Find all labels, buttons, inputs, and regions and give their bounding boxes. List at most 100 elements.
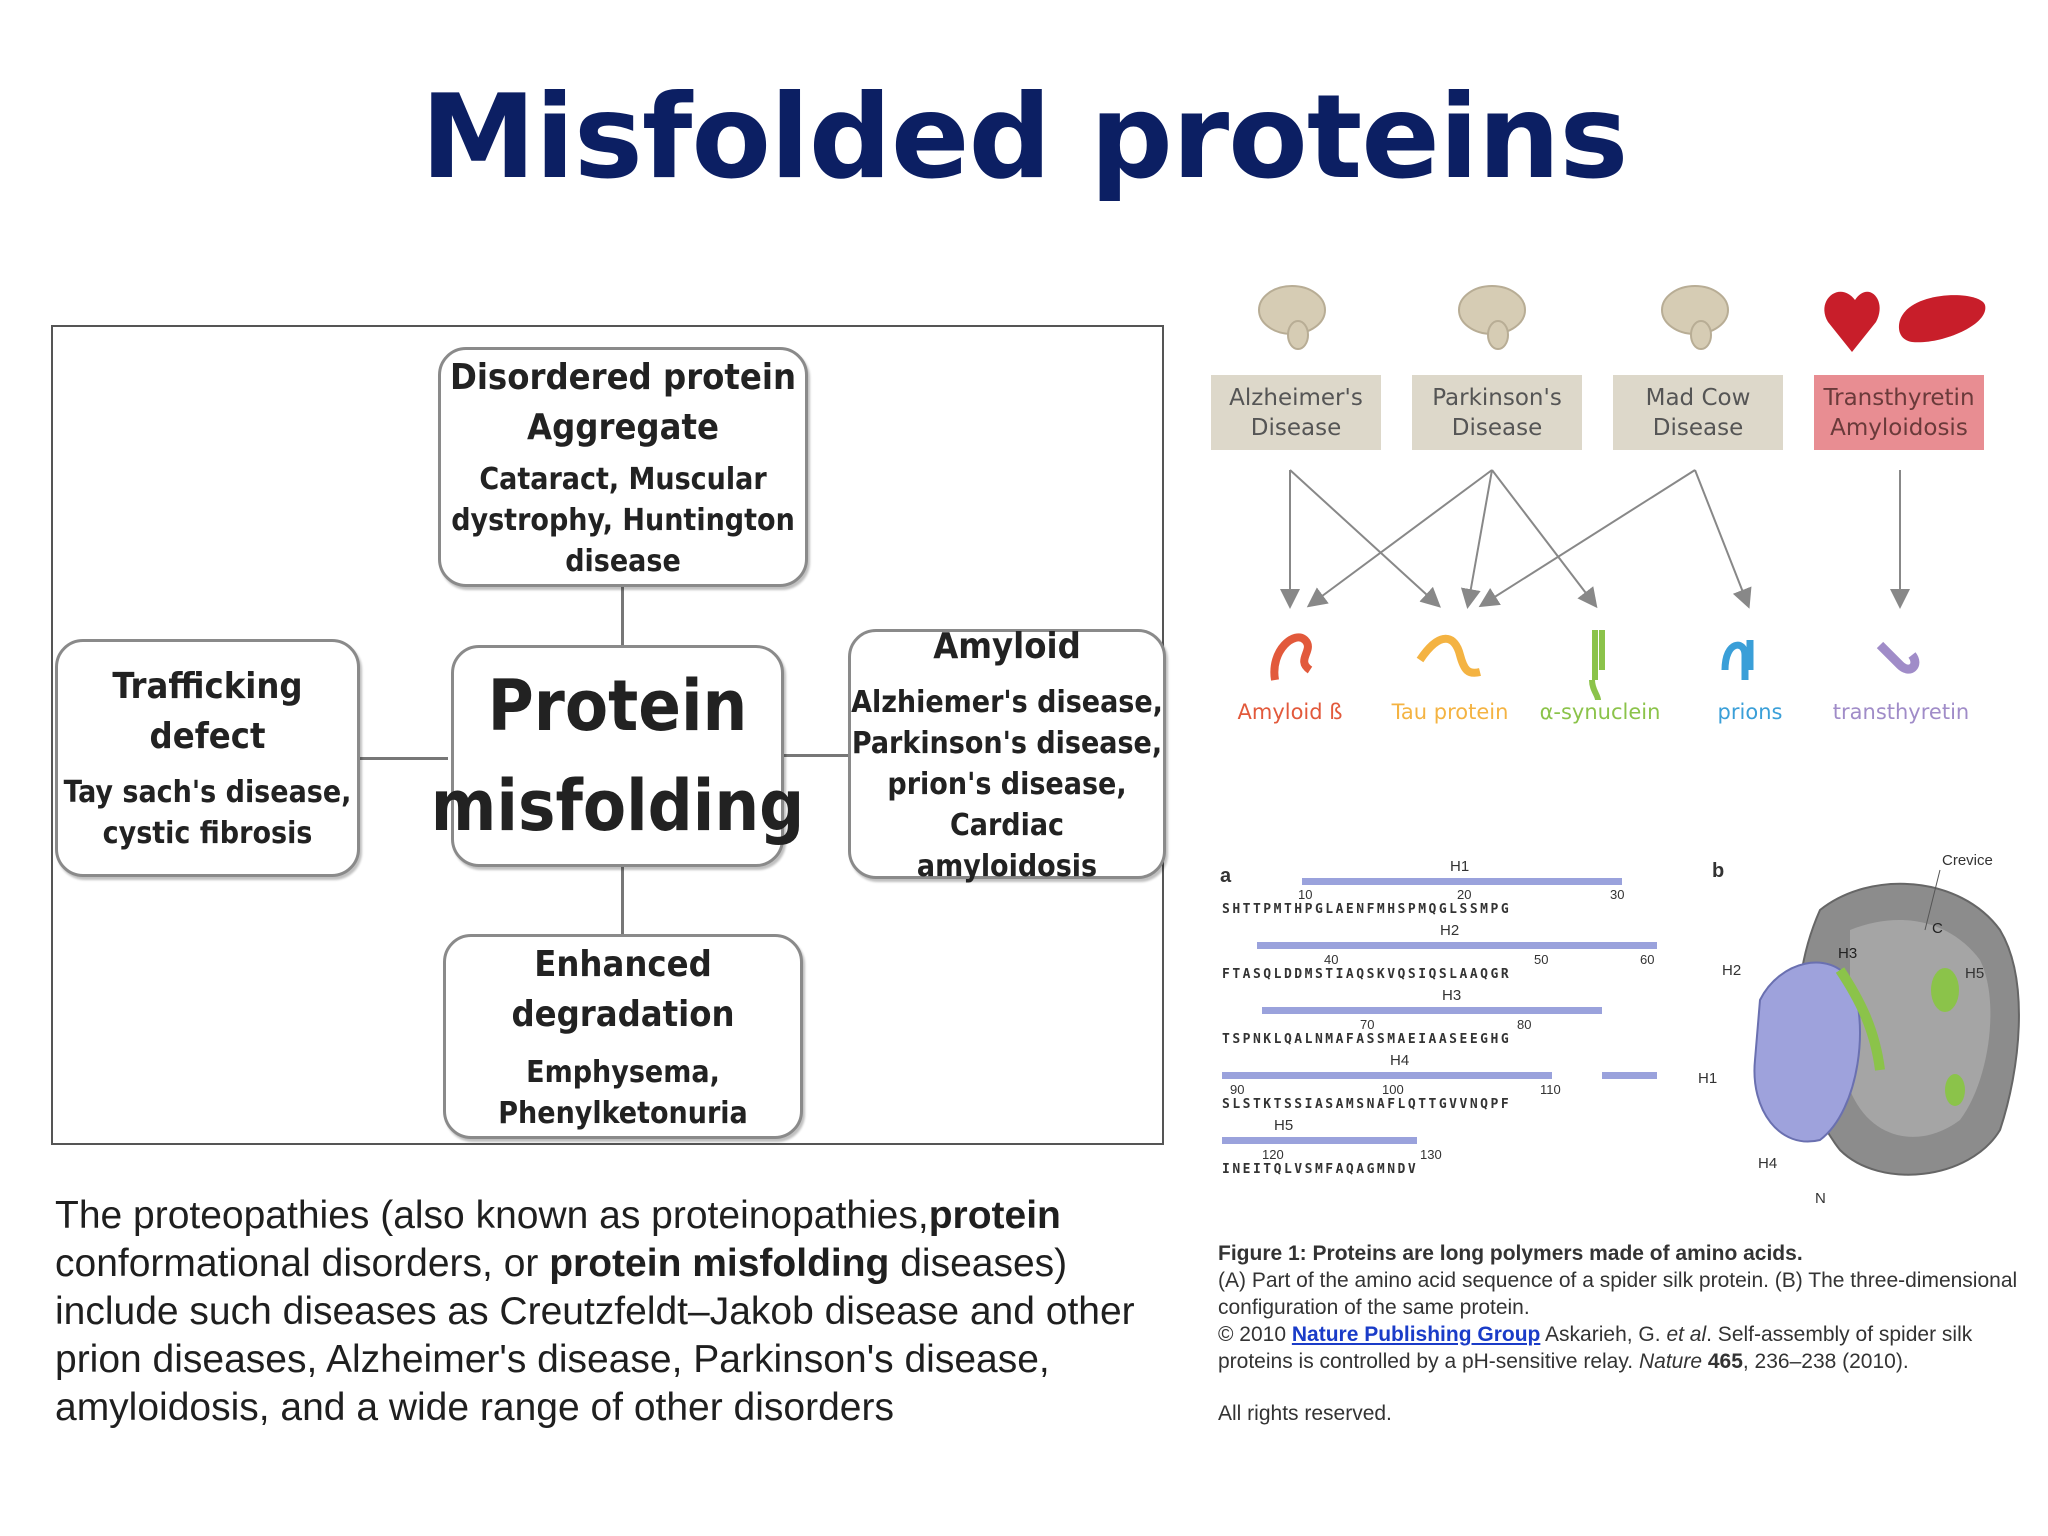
protein-misfolding-diagram: Disordered protein Aggregate Cataract, M…	[51, 325, 1166, 1145]
seq-num: 130	[1420, 1147, 1442, 1162]
protein-label-amyloid-beta: Amyloid ß	[1237, 700, 1343, 724]
bottom-example-2: Phenylketonuria	[498, 1095, 748, 1131]
nature-publishing-group-link[interactable]: Nature Publishing Group	[1291, 1323, 1541, 1346]
prion-glyph	[1721, 640, 1754, 680]
helix-bar-h3	[1262, 1007, 1602, 1014]
disease-box-alzheimers: Alzheimer's Disease	[1211, 375, 1381, 450]
brain-icon	[1661, 285, 1729, 350]
organ-protein-diagram	[1200, 260, 2040, 780]
top-heading-2: Aggregate	[527, 406, 719, 448]
protein-label-tau: Tau protein	[1391, 700, 1509, 724]
disease-parkinsons-line1: Parkinson's	[1432, 384, 1562, 411]
helix-label-h3: H3	[1442, 987, 1462, 1004]
sequence-panel: a H1 10 20 30 SHTTPMTHPGLAENFMHSPMQGLSSM…	[1212, 850, 1682, 1190]
seq-num: 100	[1382, 1082, 1404, 1097]
caption-pages: , 236–238 (2010).	[1742, 1350, 1909, 1373]
disease-parkinsons-line2: Disease	[1451, 414, 1543, 441]
seq-num: 30	[1610, 887, 1625, 902]
structure-label-h1: H1	[1698, 1070, 1718, 1087]
panel-b-label: b	[1712, 860, 1725, 882]
box-amyloid: Amyloid Alzhiemer's disease, Parkinson's…	[848, 626, 1166, 884]
structure-panel: b Crevice C H3 H5 H2 H1 H4 N	[1698, 850, 2030, 1210]
right-example-3: prion's disease, Cardiac	[887, 766, 1127, 843]
helix-bar-h4	[1222, 1072, 1552, 1079]
sequence-row-5: INEITQLVSMFAQAGMNDV	[1222, 1162, 1419, 1177]
helix-label-h1: H1	[1450, 858, 1470, 875]
organ-arrows-svg	[1258, 285, 1986, 701]
connector-bottom	[621, 867, 624, 939]
left-example-2: cystic fibrosis	[102, 816, 313, 851]
seq-num: 70	[1360, 1017, 1375, 1032]
caption-copyright: © 2010	[1218, 1323, 1292, 1346]
disease-alzheimers-line2: Disease	[1250, 414, 1342, 441]
right-example-4: amyloidosis	[916, 848, 1098, 884]
caption-authors: Askarieh, G.	[1540, 1323, 1667, 1346]
disease-mad-cow-line2: Disease	[1652, 414, 1744, 441]
connector-left	[358, 757, 448, 760]
caption-journal: Nature	[1638, 1350, 1702, 1373]
seq-num: 60	[1640, 952, 1655, 967]
disease-box-mad-cow: Mad Cow Disease	[1613, 375, 1783, 450]
structure-label-h4: H4	[1758, 1155, 1778, 1172]
seq-num: 50	[1534, 952, 1549, 967]
structure-label-h3: H3	[1838, 945, 1858, 962]
protein-label-prions: prions	[1717, 700, 1783, 724]
center-line-1: Protein	[487, 665, 748, 747]
helix-label-h5: H5	[1274, 1117, 1294, 1134]
left-example-1: Tay sach's disease,	[63, 775, 352, 810]
disease-alzheimers-line1: Alzheimer's	[1229, 384, 1363, 411]
heart-icon	[1824, 291, 1880, 352]
helix-bar-h4b	[1602, 1072, 1657, 1079]
helix-bar-h5	[1222, 1137, 1417, 1144]
brain-icon	[1458, 285, 1526, 350]
box-disordered-protein: Disordered protein Aggregate Cataract, M…	[438, 347, 808, 587]
body-text-2: conformational disorders, or	[55, 1242, 550, 1285]
helix-label-h4: H4	[1390, 1052, 1410, 1069]
sequence-row-2: FTASQLDDMSTIAQSKVQSIQSLAAQGR	[1222, 967, 1512, 982]
seq-num: 20	[1457, 887, 1472, 902]
disease-transthyretin-line1: Transthyretin	[1823, 384, 1975, 411]
body-paragraph: The proteopathies (also known as protein…	[55, 1192, 1135, 1432]
amyloid-beta-glyph	[1270, 633, 1313, 681]
sequence-row-4: SLSTKTSSIASAMSNAFLQTTGVVNQPF	[1222, 1097, 1512, 1112]
right-example-1: Alzhiemer's disease,	[851, 684, 1163, 720]
body-text-3: diseases) include such diseases as Creut…	[55, 1242, 1135, 1429]
figure-caption: Figure 1: Proteins are long polymers mad…	[1218, 1240, 2028, 1427]
box-protein-misfolding: Protein misfolding	[431, 645, 804, 867]
bottom-example-1: Emphysema,	[526, 1054, 720, 1090]
left-heading: Trafficking defect	[112, 666, 303, 757]
caption-ref-text: . Self-assembly of spider silk proteins …	[1218, 1323, 1973, 1373]
top-example-2: dystrophy, Huntington	[451, 502, 795, 538]
helix-bar-h1	[1302, 878, 1622, 885]
tau-protein-glyph	[1416, 634, 1481, 677]
transthyretin-glyph	[1876, 641, 1920, 674]
seq-num: 10	[1298, 887, 1313, 902]
caption-heading: Figure 1: Proteins are long polymers mad…	[1218, 1242, 1803, 1265]
caption-volume: 465	[1702, 1350, 1743, 1373]
seq-num: 90	[1230, 1082, 1245, 1097]
seq-num: 120	[1262, 1147, 1284, 1162]
body-bold-1: protein	[928, 1194, 1061, 1237]
caption-reference: © 2010 Nature Publishing Group Askarieh,…	[1218, 1321, 2028, 1375]
brain-icon	[1258, 285, 1326, 350]
structure-label-h2: H2	[1722, 962, 1742, 979]
center-line-2: misfolding	[430, 765, 805, 847]
seq-num: 110	[1540, 1082, 1561, 1097]
body-bold-2: protein misfolding	[549, 1242, 890, 1285]
bottom-heading: Enhanced degradation	[511, 943, 735, 1035]
slide-title: Misfolded proteins	[420, 70, 1629, 205]
liver-icon	[1898, 295, 1986, 343]
sequence-row-1: SHTTPMTHPGLAENFMHSPMQGLSSMPG	[1222, 902, 1512, 917]
right-example-2: Parkinson's disease,	[851, 725, 1163, 761]
top-example-3: disease	[565, 543, 681, 579]
right-heading: Amyloid	[933, 625, 1081, 667]
structure-label-crevice: Crevice	[1942, 852, 1993, 869]
caption-description: (A) Part of the amino acid sequence of a…	[1218, 1269, 2018, 1319]
disease-transthyretin-line2: Amyloidosis	[1830, 414, 1968, 441]
body-text-1: The proteopathies (also known as protein…	[55, 1194, 929, 1237]
helix-bar-h2	[1257, 942, 1657, 949]
seq-num: 40	[1324, 952, 1339, 967]
structure-label-n: N	[1815, 1190, 1826, 1207]
protein-structure-image	[1753, 869, 2020, 1176]
caption-etal: et al	[1666, 1323, 1707, 1346]
